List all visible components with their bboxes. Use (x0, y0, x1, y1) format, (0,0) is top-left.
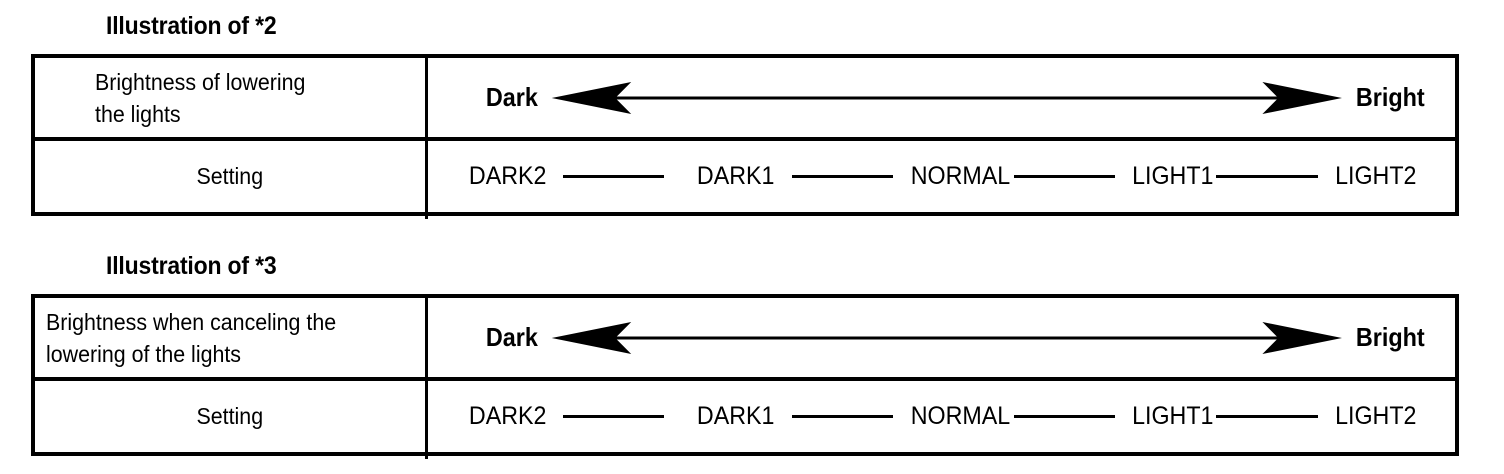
row-divider (35, 377, 1455, 381)
section-title: Illustration of *3 (106, 252, 277, 280)
setting-connector (1216, 174, 1318, 178)
section-title: Illustration of *2 (106, 12, 277, 40)
table-row-setting: Setting DARK2 DARK1 NORMAL (35, 140, 1455, 212)
brightness-matrix-table: Brightness of lowering the lights Dark B… (31, 54, 1459, 219)
row-label-brightness: Brightness of lowering the lights (35, 58, 425, 137)
setting-step-dark1[interactable]: DARK1 (697, 161, 775, 190)
setting-step-light2[interactable]: LIGHT2 (1334, 401, 1416, 430)
brightness-scale-cell: Dark Bright (428, 298, 1455, 377)
setting-connector (1013, 414, 1115, 418)
scale-label-dark: Dark (485, 322, 538, 352)
setting-step-light1[interactable]: LIGHT1 (1131, 401, 1214, 430)
double-arrow-icon (551, 321, 1342, 354)
setting-scale-cell: DARK2 DARK1 NORMAL LIGHT1 (428, 380, 1455, 452)
brightness-arrow-band: Dark Bright (428, 298, 1455, 377)
setting-step-dark2[interactable]: DARK2 (468, 401, 547, 430)
brightness-scale-cell: Dark Bright (428, 58, 1455, 137)
setting-connector (791, 174, 893, 178)
setting-step-normal[interactable]: NORMAL (910, 401, 1011, 430)
setting-step-dark2[interactable]: DARK2 (468, 161, 547, 190)
setting-connector (1013, 174, 1115, 178)
setting-step-band: DARK2 DARK1 NORMAL LIGHT1 (428, 140, 1455, 212)
setting-step-normal[interactable]: NORMAL (910, 161, 1011, 190)
double-arrow-icon (551, 81, 1342, 114)
row-label-brightness: Brightness when canceling the lowering o… (35, 298, 425, 377)
row-label-setting: Setting (35, 380, 425, 452)
scale-label-bright: Bright (1356, 82, 1426, 112)
scale-label-bright: Bright (1356, 322, 1426, 352)
scale-label-dark: Dark (485, 82, 538, 112)
row-label-text: Setting (196, 163, 264, 189)
row-divider (35, 137, 1455, 141)
setting-step-light1[interactable]: LIGHT1 (1131, 161, 1214, 190)
column-divider (425, 297, 428, 459)
row-label-text: Brightness of lowering the lights (95, 68, 306, 127)
setting-connector (563, 414, 665, 418)
brightness-arrow-band: Dark Bright (428, 58, 1455, 137)
setting-connector (1216, 414, 1318, 418)
setting-step-light2[interactable]: LIGHT2 (1334, 161, 1416, 190)
table-row-setting: Setting DARK2 DARK1 NORMAL (35, 380, 1455, 452)
row-label-setting: Setting (35, 140, 425, 212)
table-row-brightness: Brightness of lowering the lights Dark B… (35, 58, 1455, 137)
setting-connector (791, 414, 893, 418)
row-label-text: Setting (196, 403, 264, 429)
setting-step-dark1[interactable]: DARK1 (697, 401, 775, 430)
setting-connector (563, 174, 665, 178)
brightness-matrix-table: Brightness when canceling the lowering o… (31, 294, 1459, 459)
column-divider (425, 57, 428, 219)
table-row-brightness: Brightness when canceling the lowering o… (35, 298, 1455, 377)
row-label-text: Brightness when canceling the lowering o… (46, 308, 337, 367)
setting-step-band: DARK2 DARK1 NORMAL LIGHT1 (428, 380, 1455, 452)
setting-scale-cell: DARK2 DARK1 NORMAL LIGHT1 (428, 140, 1455, 212)
